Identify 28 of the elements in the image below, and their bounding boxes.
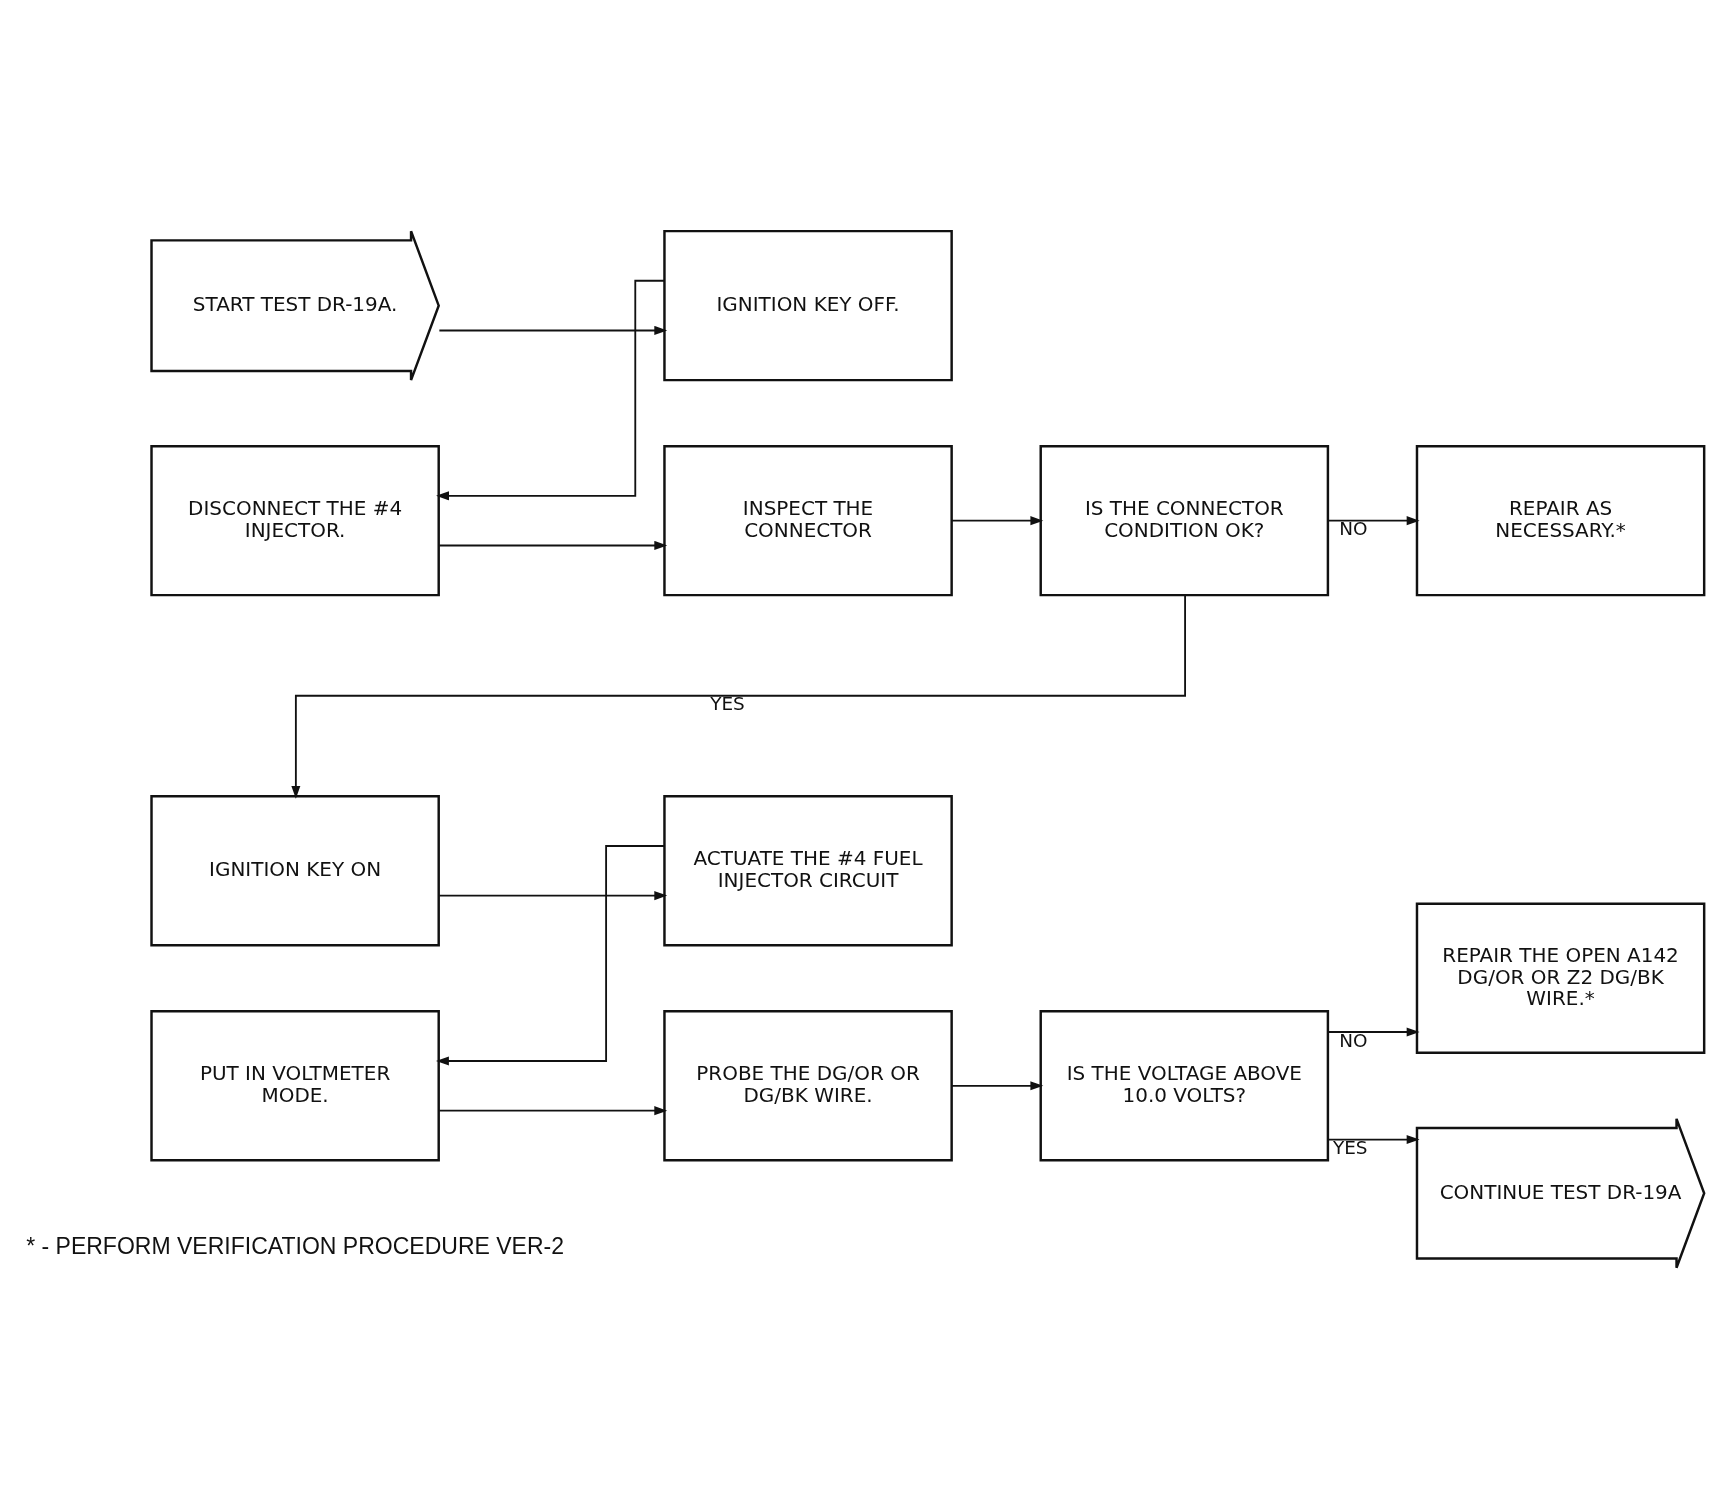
node-box: PUT IN VOLTMETER MODE. [150, 1010, 440, 1162]
arrow [951, 1081, 1044, 1091]
arrow [438, 325, 668, 335]
arrow [438, 540, 668, 550]
node-box: REPAIR THE OPEN A142 DG/OR OR Z2 DG/BK WIRE.* [1415, 902, 1706, 1054]
arrow [951, 516, 1044, 526]
label: * - PERFORM VERIFICATION PROCEDURE VER-2 [26, 1232, 565, 1259]
edge-label: NO [1339, 1029, 1368, 1051]
node-box: DISCONNECT THE #4 INJECTOR. [150, 444, 440, 597]
arrow [291, 594, 1186, 799]
edge-label: NO [1339, 518, 1368, 540]
arrow [438, 1106, 668, 1116]
arrow [435, 845, 665, 1066]
arrow [1327, 1027, 1420, 1037]
node-box: INSPECT THE CONNECTOR [663, 444, 953, 597]
arrow [1327, 1135, 1420, 1145]
node-box: REPAIR AS NECESSARY.* [1415, 444, 1706, 597]
edge-label: YES [710, 693, 745, 715]
arrow [1327, 516, 1420, 526]
node-box: ACTUATE THE #4 FUEL INJECTOR CIRCUIT [663, 795, 953, 947]
arrow [438, 891, 668, 901]
node-box: IGNITION KEY ON [150, 795, 440, 947]
node-box: PROBE THE DG/OR OR DG/BK WIRE. [663, 1010, 953, 1162]
node-box: IGNITION KEY OFF. [663, 229, 953, 382]
edge-label: YES [1332, 1137, 1368, 1159]
node-box: IS THE CONNECTOR CONDITION OK? [1039, 444, 1330, 597]
node-box: IS THE VOLTAGE ABOVE 10.0 VOLTS? [1039, 1010, 1330, 1162]
arrow [436, 279, 666, 501]
